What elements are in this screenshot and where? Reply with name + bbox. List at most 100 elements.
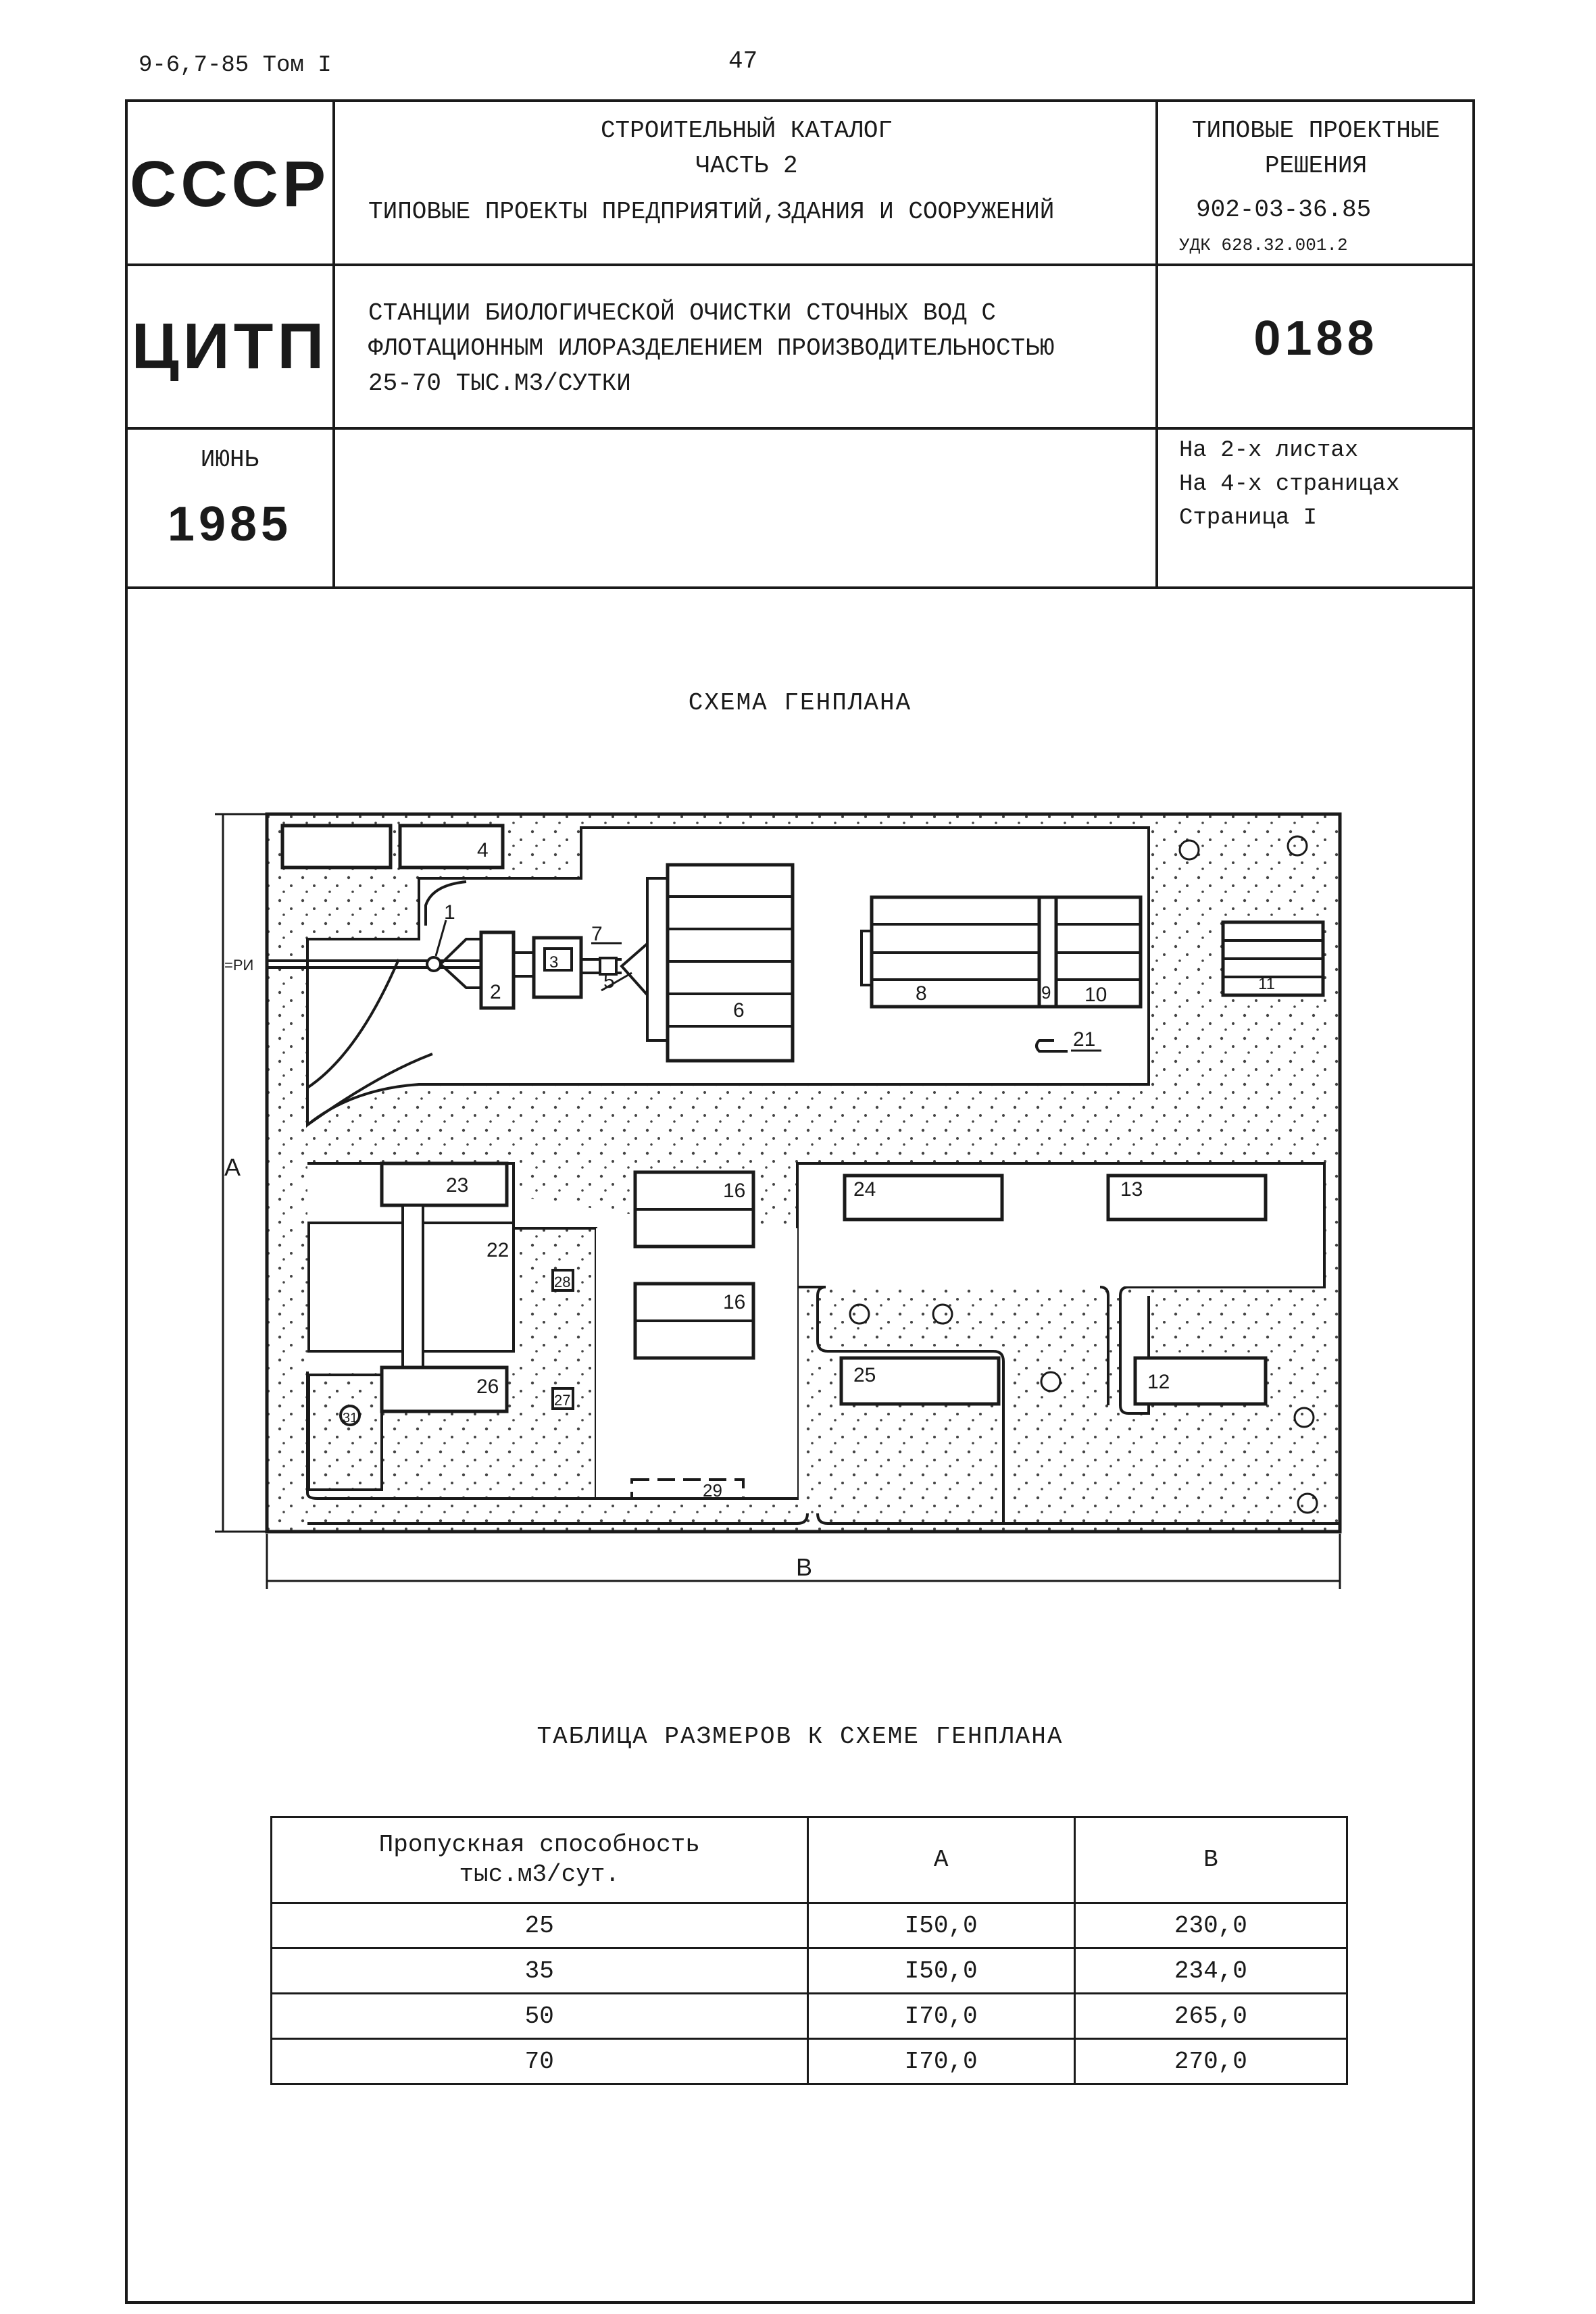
cell-b: 230,0 [1073, 1902, 1349, 1949]
sheet-code: 0188 [1253, 311, 1378, 366]
plan-title: СХЕМА ГЕНПЛАНА [688, 689, 912, 717]
building-23 [380, 1161, 509, 1207]
label-31: 31 [343, 1411, 357, 1426]
doc-title-line-2: ФЛОТАЦИОННЫМ ИЛОРАЗДЕЛЕНИЕМ ПРОИЗВОДИТЕЛ… [368, 334, 1055, 362]
udk-code: УДК 628.32.001.2 [1179, 235, 1348, 255]
building-13 [1106, 1174, 1268, 1222]
catalog-title: СТРОИТЕЛЬНЫЙ КАТАЛОГ [600, 117, 893, 145]
building-22 [307, 1222, 404, 1353]
label-28: 28 [554, 1274, 570, 1290]
issue-year: 1985 [167, 497, 293, 551]
dimensions-table: Пропускная способность тыс.м3/сут. А В 2… [270, 1816, 1349, 2085]
page-count: На 4-х страницах [1179, 472, 1400, 497]
solutions-subtitle: РЕШЕНИЯ [1264, 152, 1368, 180]
label-3: 3 [549, 953, 558, 972]
catalog-section: ТИПОВЫЕ ПРОЕКТЫ ПРЕДПРИЯТИЙ,ЗДАНИЯ И СОО… [368, 198, 1055, 226]
cell-capacity: 50 [270, 1992, 809, 2040]
header-capacity: Пропускная способность тыс.м3/сут. [270, 1816, 809, 1904]
tree-7 [1297, 1492, 1318, 1514]
issue-month: ИЮНЬ [200, 446, 259, 474]
building-4a [280, 824, 393, 870]
table-row: 50 I70,0 265,0 [270, 1992, 1349, 2040]
element-3 [532, 936, 583, 999]
header-b: В [1073, 1816, 1349, 1904]
label-22: 22 [487, 1239, 509, 1261]
label-29: 29 [703, 1480, 722, 1501]
cell-a: I70,0 [806, 2038, 1076, 2085]
dimension-a-label: А [224, 1153, 241, 1181]
header-divider-1 [125, 263, 1475, 266]
org-ussr: СССР [129, 148, 330, 220]
label-23: 23 [446, 1174, 468, 1197]
cell-b: 265,0 [1073, 1992, 1349, 2040]
label-8: 8 [916, 982, 927, 1005]
tree-5 [1040, 1371, 1062, 1392]
element-28 [551, 1269, 574, 1292]
building-12 [1133, 1356, 1268, 1406]
element-27 [551, 1387, 574, 1410]
tree-1 [1178, 839, 1200, 861]
solutions-title: ТИПОВЫЕ ПРОЕКТНЫЕ [1191, 117, 1441, 145]
label-26: 26 [476, 1376, 499, 1398]
header-a: А [806, 1816, 1076, 1904]
tree-3 [849, 1303, 870, 1325]
page-number: 47 [728, 47, 758, 75]
label-24: 24 [853, 1178, 876, 1201]
document-reference: 9-6,7-85 Том I [139, 53, 332, 78]
building-4 [398, 824, 505, 870]
cell-capacity: 25 [270, 1902, 809, 1949]
label-21: 21 [1073, 1028, 1095, 1051]
tree-6 [1293, 1407, 1315, 1428]
doc-title-line-3: 25-70 ТЫС.М3/СУТКИ [368, 370, 631, 397]
tree-4 [932, 1303, 953, 1325]
label-1: 1 [444, 901, 455, 924]
label-12: 12 [1147, 1371, 1170, 1393]
label-16a: 16 [723, 1180, 745, 1202]
cell-b: 234,0 [1073, 1947, 1349, 1994]
table-header-row: Пропускная способность тыс.м3/сут. А В [270, 1816, 1349, 1904]
building-26 [380, 1365, 509, 1413]
element-29 [630, 1478, 745, 1500]
cell-capacity: 70 [270, 2038, 809, 2085]
catalog-part: ЧАСТЬ 2 [695, 152, 798, 180]
header-divider-2 [125, 427, 1475, 430]
header-column-divider-2 [1155, 99, 1158, 588]
cell-capacity: 35 [270, 1947, 809, 1994]
doc-title-line-1: СТАНЦИИ БИОЛОГИЧЕСКОЙ ОЧИСТКИ СТОЧНЫХ ВО… [368, 299, 996, 327]
label-25: 25 [853, 1364, 876, 1386]
current-page: Страница I [1179, 505, 1318, 531]
org-citp: ЦИТП [131, 310, 328, 382]
label-9: 9 [1041, 982, 1051, 1003]
header-divider-right [1155, 427, 1475, 430]
element-2 [479, 930, 516, 1010]
building-25 [839, 1356, 1001, 1406]
label-16b: 16 [723, 1291, 745, 1313]
label-2: 2 [490, 981, 501, 1003]
page-frame [125, 99, 1475, 2304]
table-row: 25 I50,0 230,0 [270, 1902, 1349, 1949]
table-row: 35 I50,0 234,0 [270, 1947, 1349, 1994]
header-column-divider-1 [332, 99, 335, 588]
label-11: 11 [1258, 975, 1275, 993]
header-capacity-line-2: тыс.м3/сут. [459, 1861, 620, 1888]
element-31 [339, 1405, 361, 1426]
dimension-b-label: В [796, 1553, 812, 1581]
label-4: 4 [477, 839, 489, 861]
inlet-label: =РИ [224, 957, 253, 974]
label-6: 6 [733, 999, 745, 1022]
label-27: 27 [554, 1392, 570, 1409]
table-row: 70 I70,0 270,0 [270, 2038, 1349, 2085]
cell-a: I50,0 [806, 1902, 1076, 1949]
label-13: 13 [1120, 1178, 1143, 1201]
table-title: ТАБЛИЦА РАЗМЕРОВ К СХЕМЕ ГЕНПЛАНА [537, 1723, 1064, 1751]
tree-2 [1287, 835, 1308, 857]
header-capacity-line-1: Пропускная способность [378, 1831, 700, 1859]
cell-b: 270,0 [1073, 2038, 1349, 2085]
label-7: 7 [591, 923, 603, 945]
label-5: 5 [603, 970, 615, 992]
project-number: 902-03-36.85 [1196, 196, 1372, 224]
element-9 [1037, 895, 1058, 1009]
label-10: 10 [1084, 984, 1107, 1006]
header-divider-3 [125, 586, 1475, 589]
